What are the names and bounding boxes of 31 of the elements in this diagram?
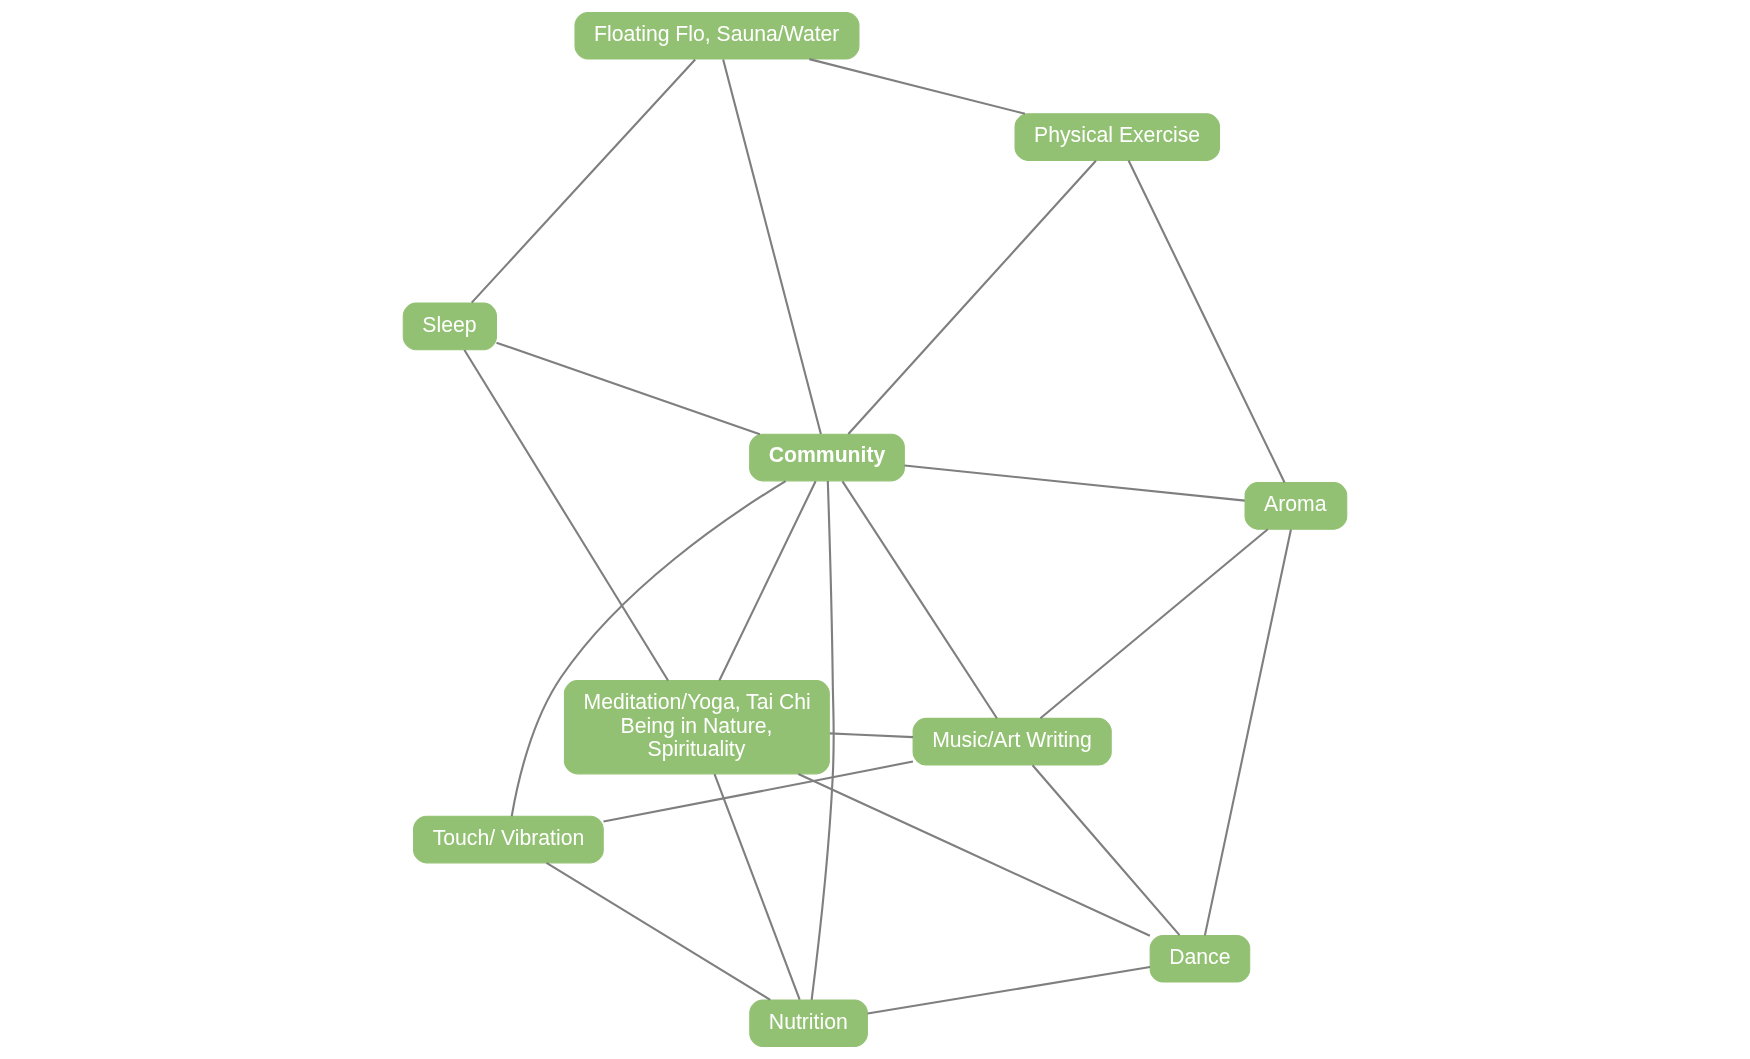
- connector: [722, 59, 822, 435]
- connector: [829, 732, 914, 739]
- connector: [718, 480, 817, 682]
- connector: [496, 341, 761, 436]
- node-box: Dance: [1149, 934, 1251, 983]
- node-box: Nutrition: [749, 999, 868, 1048]
- connector: [904, 464, 1245, 502]
- connector: [545, 861, 771, 1001]
- connector: [1039, 528, 1269, 720]
- connector: [603, 760, 914, 823]
- node-box: Sleep: [402, 302, 497, 351]
- node-box: Meditation/Yoga, Tai Chi Being in Nature, Spirituality: [563, 680, 830, 775]
- connector: [797, 773, 1151, 937]
- node-box: Floating Flo, Sauna/Water: [574, 11, 860, 60]
- connector: [1127, 160, 1286, 483]
- connector: [713, 773, 801, 1000]
- node-box: Touch/ Vibration: [413, 815, 604, 864]
- node-box: Physical Exercise: [1014, 113, 1221, 161]
- node-box: Aroma: [1244, 482, 1348, 530]
- node-box: Music/Art Writing: [912, 717, 1112, 766]
- connector: [1203, 529, 1292, 936]
- connector: [463, 349, 669, 682]
- connector: [510, 480, 787, 817]
- connector: [810, 480, 835, 1001]
- connector: [867, 965, 1151, 1015]
- connector: [1031, 764, 1181, 936]
- connector: [809, 58, 1026, 115]
- connector: [841, 480, 998, 719]
- connector: [470, 58, 696, 304]
- node-box: Community: [749, 433, 905, 482]
- connector: [847, 160, 1097, 435]
